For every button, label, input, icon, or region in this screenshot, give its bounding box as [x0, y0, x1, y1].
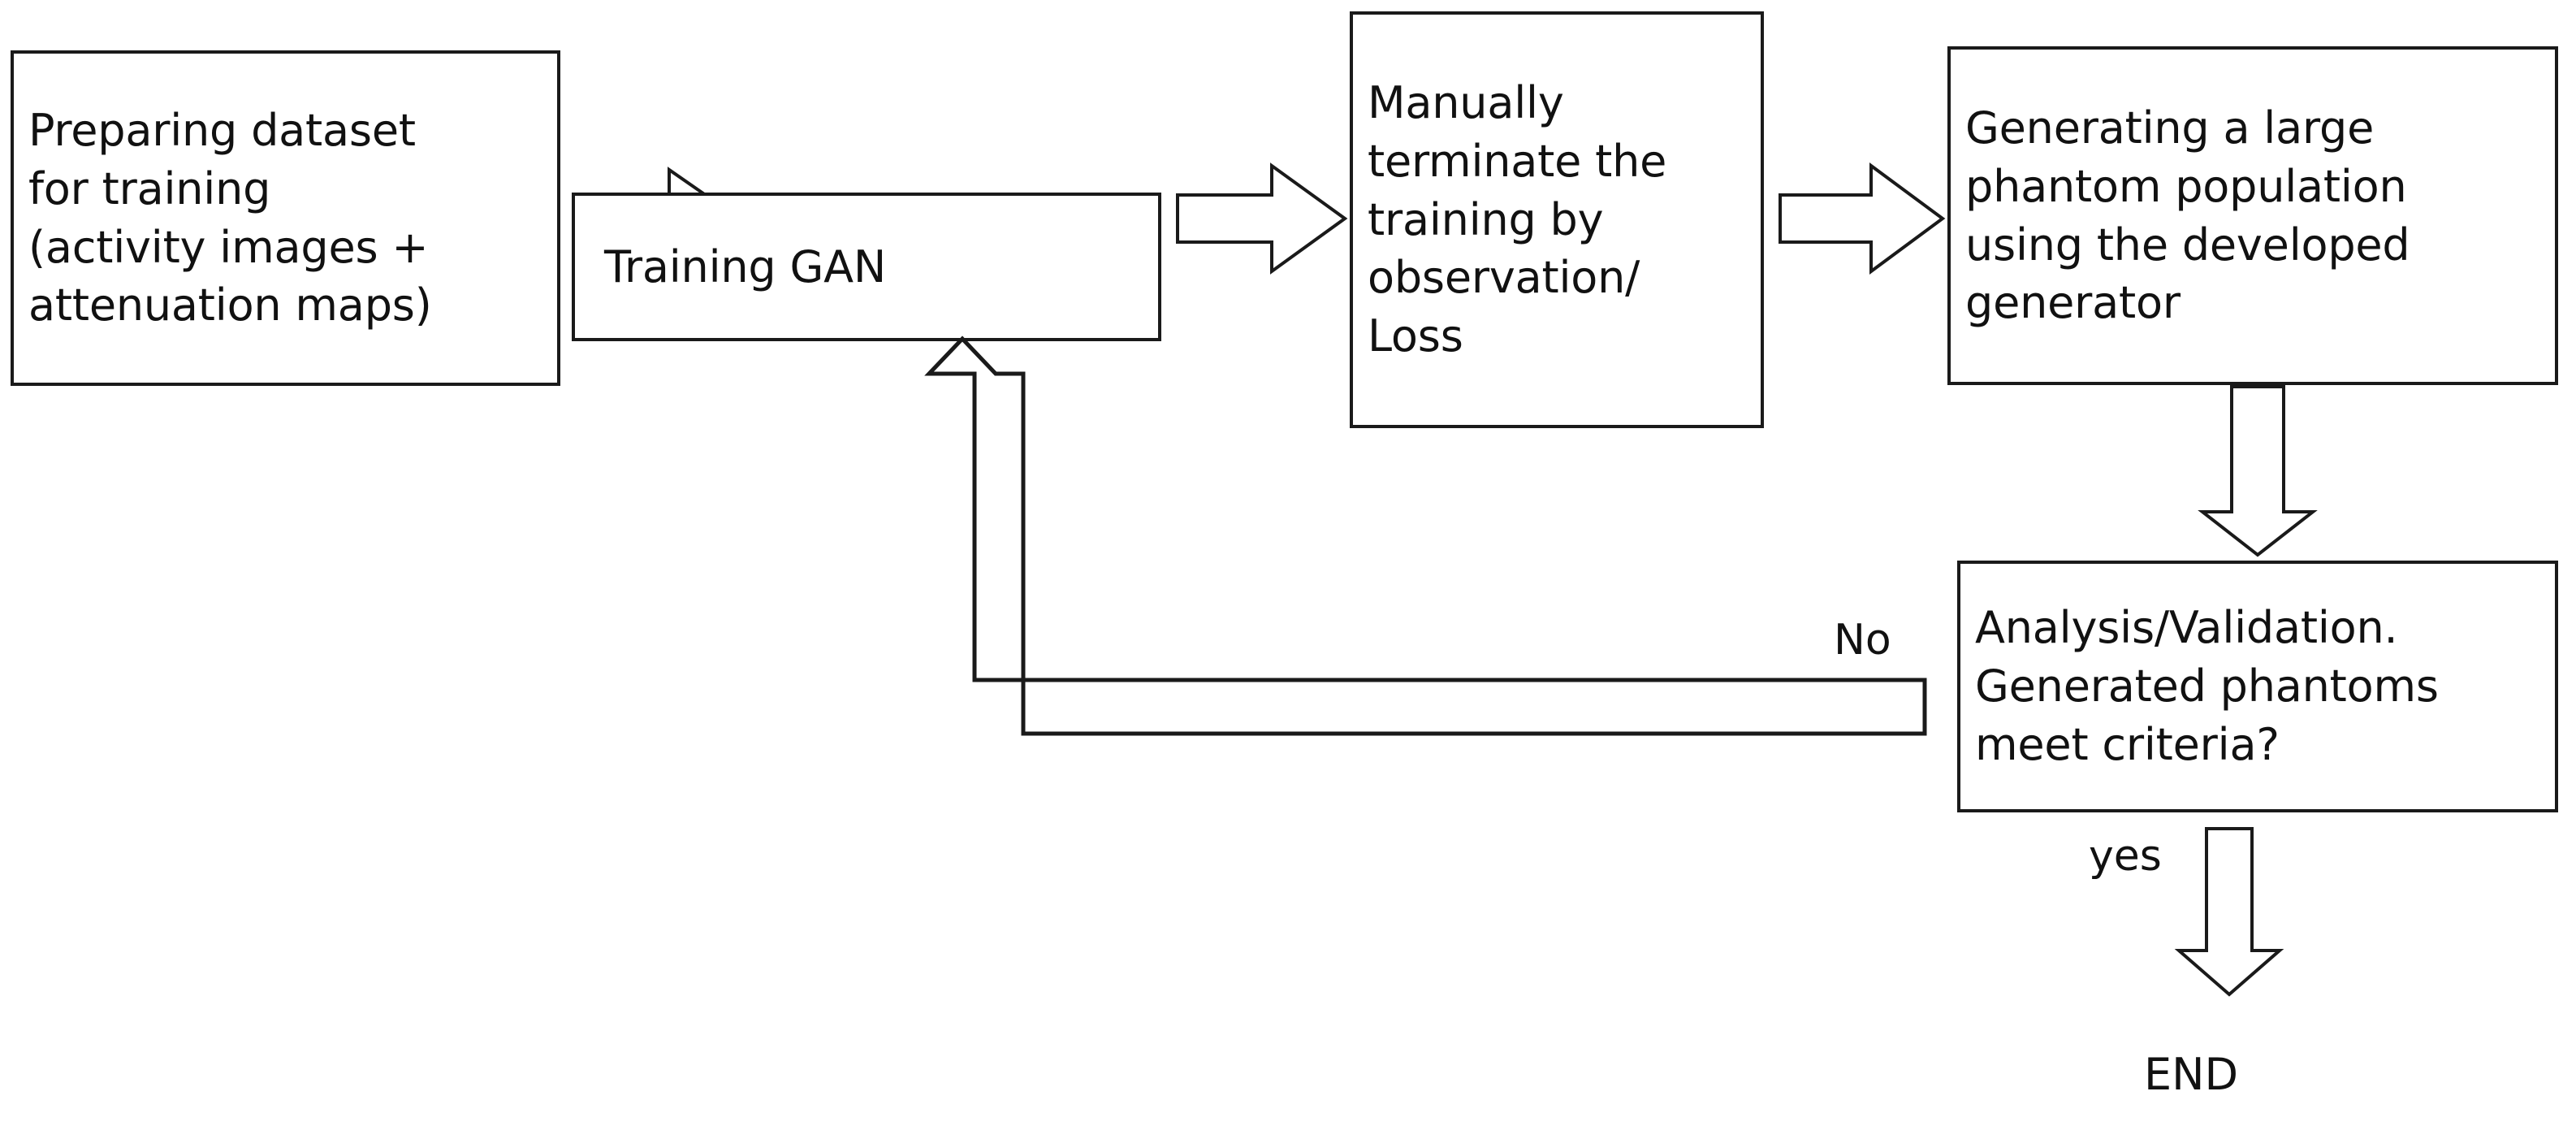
node-manual-terminate[interactable]: Manually terminate the training by obser… — [1350, 11, 1764, 428]
arrow-feedback-loop — [924, 336, 1927, 736]
edge-label-yes: yes — [2089, 832, 2162, 881]
arrow-terminate-to-generate — [1779, 162, 1946, 275]
node-generate-population[interactable]: Generating a large phantom population us… — [1947, 46, 2558, 385]
node-manual-terminate-label: Manually terminate the training by obser… — [1368, 76, 1667, 362]
node-prepare-dataset[interactable]: Preparing dataset for training (activity… — [11, 50, 560, 386]
node-analysis-validation-label: Analysis/Validation. Generated phantoms … — [1975, 602, 2439, 770]
terminal-end-label: END — [2144, 1049, 2239, 1100]
node-prepare-dataset-label: Preparing dataset for training (activity… — [28, 104, 432, 331]
node-analysis-validation[interactable]: Analysis/Validation. Generated phantoms … — [1957, 561, 2558, 812]
node-training-gan-label: Training GAN — [604, 240, 887, 292]
arrow-generate-to-analysis — [2198, 385, 2318, 557]
arrow-training-to-terminate — [1176, 162, 1348, 275]
arrow-analysis-to-end — [2174, 827, 2284, 997]
node-generate-population-label: Generating a large phantom population us… — [1965, 102, 2410, 329]
node-training-gan[interactable]: Training GAN — [572, 193, 1161, 341]
edge-label-no: No — [1834, 616, 1891, 665]
